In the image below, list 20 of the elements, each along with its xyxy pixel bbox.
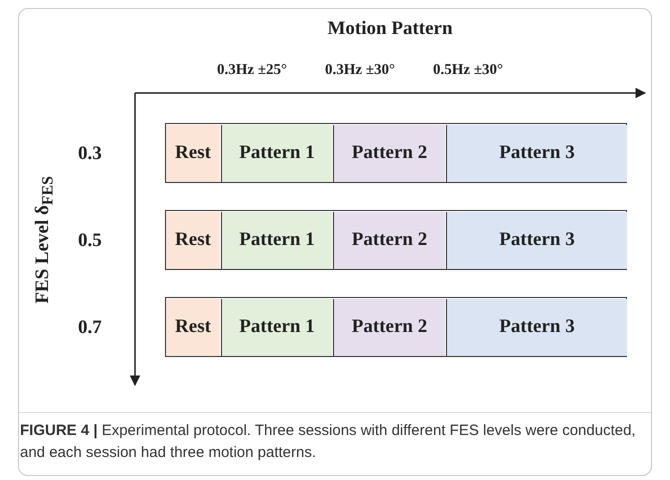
pattern-cell: Pattern 2 — [333, 298, 445, 356]
pattern-cell: Pattern 1 — [221, 212, 332, 268]
row-header: 0.5 — [78, 230, 102, 252]
pattern-cell: Pattern 2 — [333, 212, 445, 268]
rest-cell: Rest — [166, 124, 220, 182]
pattern-cell: Pattern 1 — [221, 124, 332, 182]
caption: FIGURE 4 | Experimental protocol. Three sessions with different FES levels were conducted, and each session had three motion patterns. — [20, 421, 637, 463]
axis-title: Motion Pattern — [328, 18, 453, 40]
pattern-cell: Pattern 3 — [446, 212, 627, 268]
column-header: 0.3Hz ±30° — [325, 62, 396, 79]
pattern-cell: Pattern 3 — [446, 298, 627, 356]
rest-cell: Rest — [166, 298, 220, 356]
row-header: 0.3 — [78, 143, 102, 165]
rest-cell: Rest — [166, 212, 220, 268]
column-header: 0.5Hz ±30° — [433, 62, 504, 79]
pattern-cell: Pattern 3 — [446, 124, 627, 182]
pattern-cell: Pattern 1 — [221, 298, 332, 356]
row-header: 0.7 — [78, 317, 102, 339]
pattern-cell: Pattern 2 — [333, 124, 445, 182]
column-header: 0.3Hz ±25° — [217, 62, 288, 79]
